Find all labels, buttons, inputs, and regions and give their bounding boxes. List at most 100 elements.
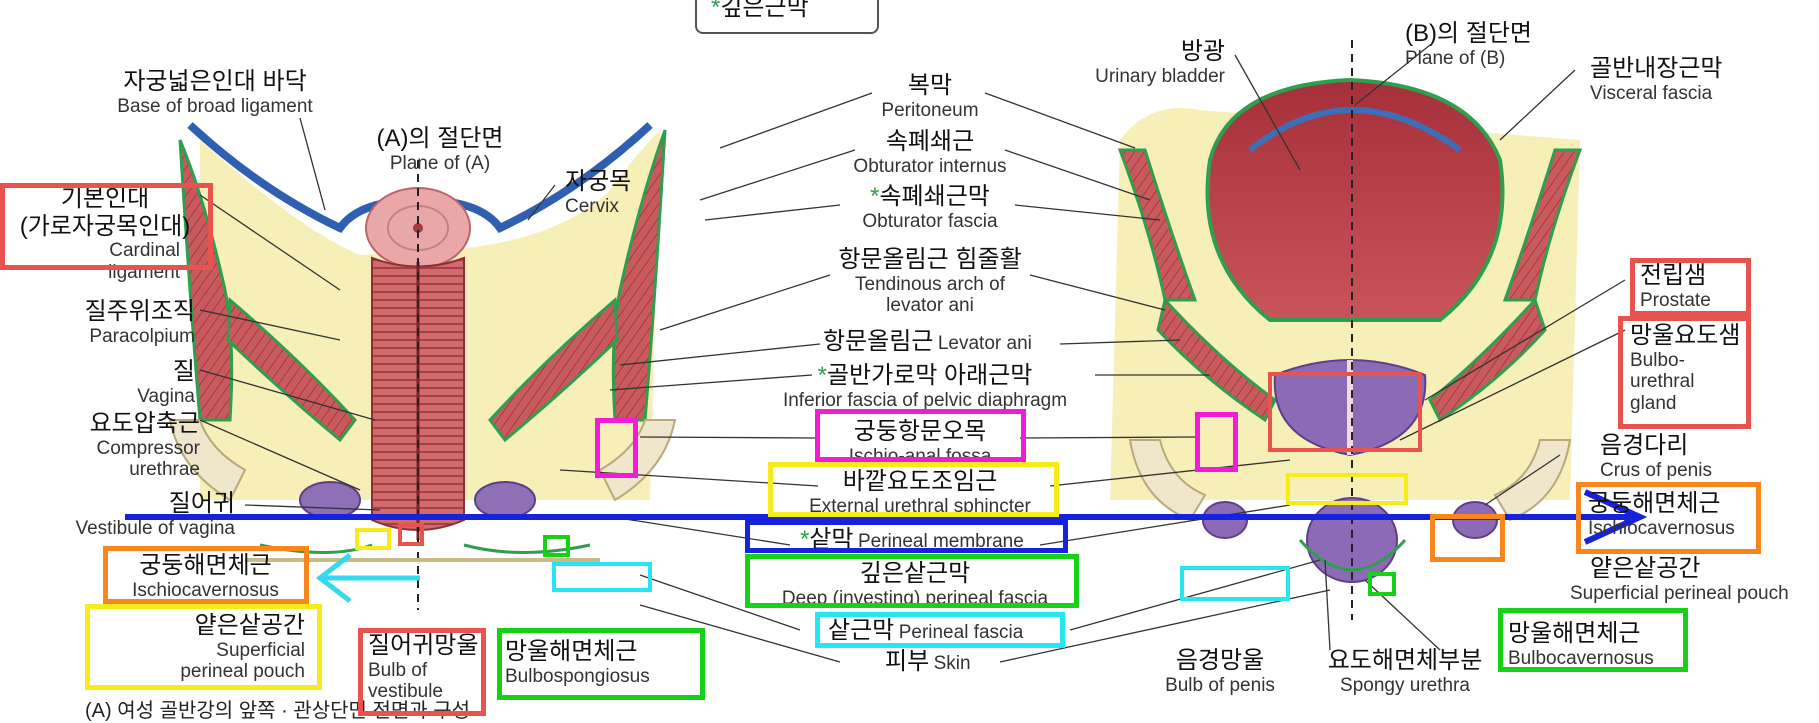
bladder-en: Urinary bladder (1095, 65, 1225, 87)
perineal-fascia-ko: 샅근막 (828, 617, 895, 644)
label-skin: 피부 Skin (885, 648, 971, 676)
pink-box-ischio-anal-label (815, 409, 1026, 462)
superficial-left-ko: 얕은샅공간 (194, 612, 305, 639)
obturator-fascia-ko: *속폐쇄근막 (870, 183, 990, 210)
ext-urethral-en: External urethral sphincter (809, 495, 1031, 517)
visceral-en: Visceral fascia (1590, 82, 1713, 104)
label-ischiocavernosus-right: 궁둥해면체근 Ischiocavernosus (1588, 490, 1735, 539)
red-box-prostate-art (1268, 372, 1422, 452)
cardinal-en1: Cardinal (109, 240, 180, 262)
perineal-fascia-en: Perineal fascia (898, 622, 1024, 643)
green-box-bulbocavernosus (1498, 608, 1688, 672)
label-superficial-pouch-right: 얕은샅공간 Superficial perineal pouch (1570, 555, 1789, 604)
label-crus-of-penis: 음경다리 Crus of penis (1600, 432, 1712, 481)
orange-box-ischio-left (103, 546, 309, 604)
label-external-urethral-sphincter: 바깥요도조임근 External urethral sphincter (775, 468, 1065, 517)
label-visceral-fascia: 골반내장근막 Visceral fascia (1590, 55, 1722, 104)
superficial-right-en: Superficial perineal pouch (1570, 582, 1789, 604)
crus-ko: 음경다리 (1600, 432, 1689, 459)
label-compressor-urethrae: 요도압축근 Compressor urethrae (40, 410, 200, 481)
yellow-box-small-left (355, 528, 391, 550)
cervix-ko: 자궁목 (565, 168, 632, 195)
plane-b-ko: (B)의 절단면 (1405, 20, 1532, 47)
label-ischiocavernosus-left: 궁둥해면체근 Ischiocavernosus (108, 552, 303, 601)
blue-box-perineal-membrane (745, 520, 1068, 553)
blue-arrow (125, 489, 1648, 545)
bulb-penis-ko: 음경망울 (1175, 647, 1265, 674)
asterisk-mark: * (870, 183, 880, 210)
obturator-fascia-en: Obturator fascia (862, 210, 998, 232)
label-bulbourethral-gland: 망울요도샘 Bulbo- urethral gland (1630, 322, 1740, 415)
male-obturator-left (1117, 148, 1198, 302)
label-bulbospongiosus: 망울해면체근 Bulbospongiosus (505, 638, 650, 687)
yellow-box-ext-urethral-label (768, 462, 1059, 517)
inferior-fascia-en: Inferior fascia of pelvic diaphragm (782, 389, 1068, 411)
bladder-ko: 방광 (1180, 38, 1225, 65)
cervix-en: Cervix (565, 195, 619, 217)
bulb-vestibule-en1: Bulb of (368, 659, 428, 681)
asterisk-mark: * (800, 526, 810, 553)
superficial-left-en2: perineal pouch (180, 661, 305, 683)
cyan-box-right (1180, 566, 1290, 601)
bulbourethral-ko: 망울요도샘 (1630, 322, 1741, 349)
bulb-vestibule-en2: vestibule (368, 681, 443, 703)
deep-fascia-ko: 깊은샅근막 (859, 560, 971, 587)
label-tendinous-arch: 항문올림근 힘줄활 Tendinous arch of levator ani (810, 246, 1050, 317)
green-box-deep-fascia (745, 554, 1079, 608)
vestibule-en: Vestibule of vagina (75, 517, 235, 539)
cyan-box-perineal-fascia (815, 612, 1065, 648)
label-plane-a: (A)의 절단면 Plane of (A) (360, 125, 520, 174)
cyan-box-left (552, 562, 652, 592)
label-ischio-anal-fossa: 궁둥항문오목 Ischio-anal fossa (820, 418, 1020, 467)
ischio-left-en: Ischiocavernosus (132, 579, 279, 601)
bladder (1205, 77, 1505, 322)
skin-ko: 피부 (885, 648, 930, 675)
obturator-internus-ko: 속폐쇄근 (885, 128, 975, 155)
ischio-right-ko: 궁둥해면체근 (1588, 490, 1721, 517)
asterisk-mark: * (711, 0, 721, 21)
compressor-ko: 요도압축근 (89, 410, 200, 437)
label-obturator-internus: 속폐쇄근 Obturator internus (810, 128, 1050, 177)
compressor-en1: Compressor (96, 437, 200, 459)
plane-b-en: Plane of (B) (1405, 47, 1506, 69)
tendinous-arch-en1: Tendinous arch of (855, 273, 1005, 295)
label-prostate: 전립샘 Prostate (1640, 262, 1711, 311)
peritoneum-ko: 복막 (907, 72, 953, 99)
levator-ani-ko: 항문올림근 (823, 328, 934, 355)
pink-box-left-fossa (595, 418, 638, 478)
label-obturator-fascia: *속폐쇄근막 Obturator fascia (820, 183, 1040, 232)
label-plane-b: (B)의 절단면 Plane of (B) (1405, 20, 1532, 69)
vagina-ko: 질 (172, 358, 195, 385)
tendinous-arch-en2: levator ani (886, 295, 974, 317)
ischio-left-ko: 궁둥해면체근 (139, 552, 272, 579)
bulbourethral-en2: urethral (1630, 371, 1695, 393)
red-box-bulb-vestibule (358, 628, 486, 716)
spongy-en: Spongy urethra (1340, 674, 1470, 696)
label-peritoneum: 복막 Peritoneum (830, 72, 1030, 121)
inferior-fascia-ko: *골반가로막 아래근막 (817, 362, 1033, 389)
prostate-en: Prostate (1640, 289, 1711, 311)
label-base-broad-ligament: 자궁넓은인대 바닥 Base of broad ligament (85, 68, 345, 117)
levator-ani-en: Levator ani (937, 333, 1032, 354)
female-obturator-right (611, 129, 667, 422)
red-box-prostate (1630, 258, 1751, 316)
ischio-anal-ko: 궁둥항문오목 (853, 418, 987, 445)
orange-box-ischio-right (1576, 482, 1761, 554)
pink-box-right-fossa (1195, 412, 1238, 472)
female-pelvis-section (168, 122, 677, 610)
bulbocavernosus-ko: 망울해면체근 (1508, 620, 1641, 647)
plane-a-en: Plane of (A) (389, 152, 491, 174)
label-bulb-of-penis: 음경망울 Bulb of penis (1140, 647, 1300, 696)
orange-box-ischio-art (1430, 514, 1505, 562)
yellow-box-ext-urethral-art (1286, 473, 1408, 505)
spongy-ko: 요도해면체부분 (1327, 647, 1483, 674)
green-box-small-left (543, 535, 570, 557)
paracolpium-ko: 질주위조직 (84, 298, 195, 325)
label-superficial-pouch-left: 얕은샅공간 Superficial perineal pouch (100, 612, 305, 683)
top-deep-fascia-label: *깊은근막 (711, 0, 809, 22)
label-bulbocavernosus: 망울해면체근 Bulbocavernosus (1508, 620, 1654, 669)
ischio-right-en: Ischiocavernosus (1588, 517, 1735, 539)
ext-urethral-ko: 바깥요도조임근 (842, 468, 998, 495)
compressor-en2: urethrae (129, 459, 200, 481)
